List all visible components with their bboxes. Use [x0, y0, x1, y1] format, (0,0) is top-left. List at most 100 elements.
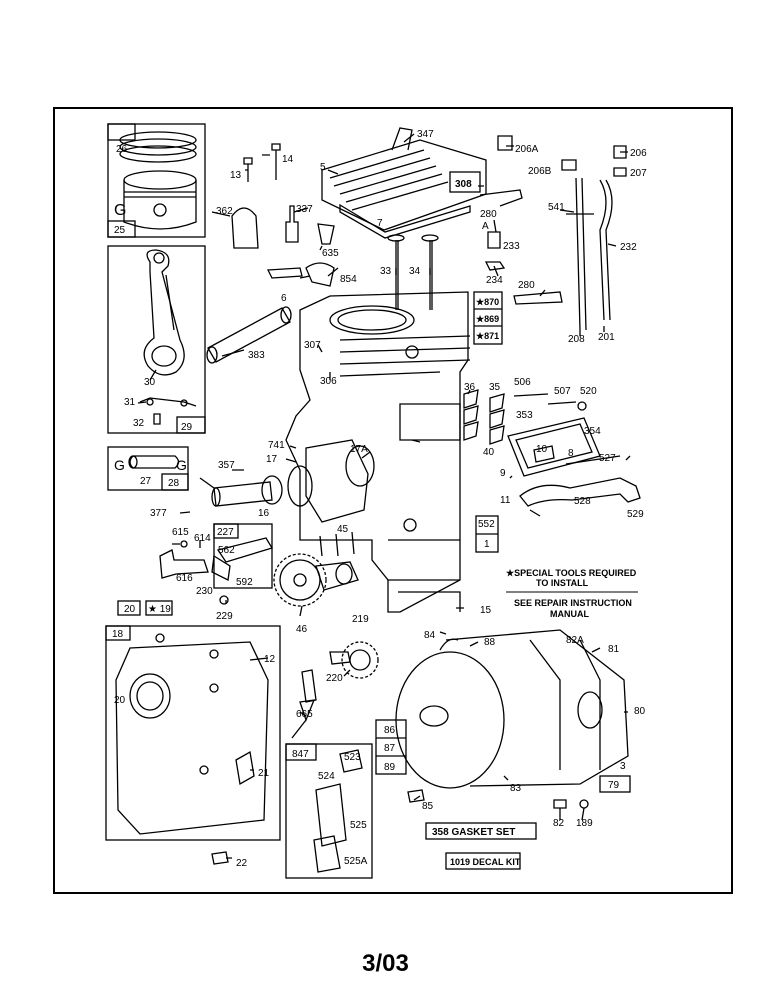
label-81: 81 [608, 644, 620, 655]
label-854: 854 [340, 274, 357, 285]
label-13: 13 [230, 170, 242, 181]
label-20-box: 20 [124, 604, 136, 615]
label-8: 8 [568, 448, 574, 459]
label-9: 9 [500, 468, 506, 479]
oil-fill-parts [211, 669, 317, 865]
part-labels: 347 206A 206 207 206B 14 13 5 308 26 G 2… [112, 129, 647, 869]
camshaft-gear [273, 531, 359, 607]
label-80: 80 [634, 706, 646, 717]
gasket-set-box [425, 822, 537, 840]
label-507: 507 [554, 386, 571, 397]
label-306: 306 [320, 376, 337, 387]
label-592: 592 [236, 577, 253, 588]
label-525: 525 [350, 820, 367, 831]
label-871: ★871 [476, 331, 499, 341]
label-17A: 17A [350, 444, 368, 455]
label-527: 527 [599, 453, 616, 464]
label-847: 847 [292, 749, 309, 760]
label-11: 11 [500, 495, 511, 506]
label-524: 524 [318, 771, 335, 782]
label-84: 84 [424, 630, 436, 641]
label-353: 353 [516, 410, 533, 421]
label-525A: 525A [344, 856, 368, 867]
label-280A: 280 [480, 209, 497, 220]
label-357: 357 [218, 460, 235, 471]
label-87: 87 [384, 743, 396, 754]
valve-springs-and-cover [463, 389, 641, 507]
label-307: 307 [304, 340, 321, 351]
repair-manual-note-line2: MANUAL [550, 609, 589, 619]
label-box-870-871 [473, 291, 503, 345]
label-G-piston: G [114, 202, 126, 219]
diagram-frame [53, 107, 733, 894]
piston-ring-box [107, 123, 206, 238]
label-15: 15 [480, 605, 492, 616]
label-741: 741 [268, 440, 285, 451]
label-85: 85 [422, 801, 434, 812]
label-232: 232 [620, 242, 637, 253]
label-46: 46 [296, 624, 308, 635]
blower-housing [375, 629, 631, 809]
connecting-rod-box [107, 245, 206, 434]
label-6: 6 [281, 293, 287, 304]
label-523: 523 [344, 752, 361, 763]
label-35: 35 [489, 382, 501, 393]
label-31: 31 [124, 397, 136, 408]
label-10: 10 [536, 444, 548, 455]
label-206A: 206A [515, 144, 539, 155]
label-229: 229 [216, 611, 233, 622]
label-616: 616 [176, 573, 193, 584]
label-1: 1 [484, 539, 490, 550]
label-337: 337 [296, 204, 313, 215]
gear-219 [329, 641, 379, 679]
label-21: 21 [258, 768, 270, 779]
governor-parts [159, 523, 273, 605]
label-362: 362 [216, 206, 233, 217]
label-528: 528 [574, 496, 591, 507]
label-541: 541 [548, 202, 565, 213]
label-206B: 206B [528, 166, 552, 177]
label-207: 207 [630, 168, 647, 179]
label-280: 280 [518, 280, 535, 291]
label-201: 201 [598, 332, 615, 343]
label-19: ★ 19 [148, 604, 171, 615]
notes: ★SPECIAL TOOLS REQUIRED TO INSTALL SEE R… [432, 568, 638, 867]
dipstick-box [285, 743, 373, 879]
label-383: 383 [248, 350, 265, 361]
label-308: 308 [455, 179, 472, 190]
label-219: 219 [352, 614, 369, 625]
label-79: 79 [608, 780, 620, 791]
engine-block [285, 291, 471, 613]
label-520: 520 [580, 386, 597, 397]
label-30: 30 [144, 377, 156, 388]
gasket-set-label: 358 GASKET SET [432, 827, 515, 838]
special-tools-note-line1: ★SPECIAL TOOLS REQUIRED [506, 568, 637, 578]
label-529: 529 [627, 509, 644, 520]
label-36: 36 [464, 382, 476, 393]
decal-kit-label: 1019 DECAL KIT [450, 857, 521, 867]
breather-tube [206, 306, 292, 364]
label-82A: 82A [566, 635, 584, 646]
label-89: 89 [384, 762, 396, 773]
label-34: 34 [409, 266, 421, 277]
label-377: 377 [150, 508, 167, 519]
label-869: ★869 [476, 314, 499, 324]
label-206: 206 [630, 148, 647, 159]
repair-manual-note-line1: SEE REPAIR INSTRUCTION [514, 598, 632, 608]
wrist-pin-box [107, 446, 189, 491]
label-26: 26 [116, 144, 128, 155]
crankcase-cover-box [105, 600, 281, 841]
label-17: 17 [266, 454, 278, 465]
label-615: 615 [172, 527, 189, 538]
head-bolts [243, 143, 281, 182]
label-614: 614 [194, 533, 211, 544]
label-552: 552 [478, 519, 495, 530]
label-83: 83 [510, 783, 522, 794]
page-date-footer: 3/03 [362, 950, 409, 977]
label-5: 5 [320, 162, 326, 173]
label-25: 25 [114, 225, 126, 236]
label-88: 88 [484, 637, 496, 648]
label-82: 82 [553, 818, 565, 829]
label-562: 562 [218, 545, 235, 556]
